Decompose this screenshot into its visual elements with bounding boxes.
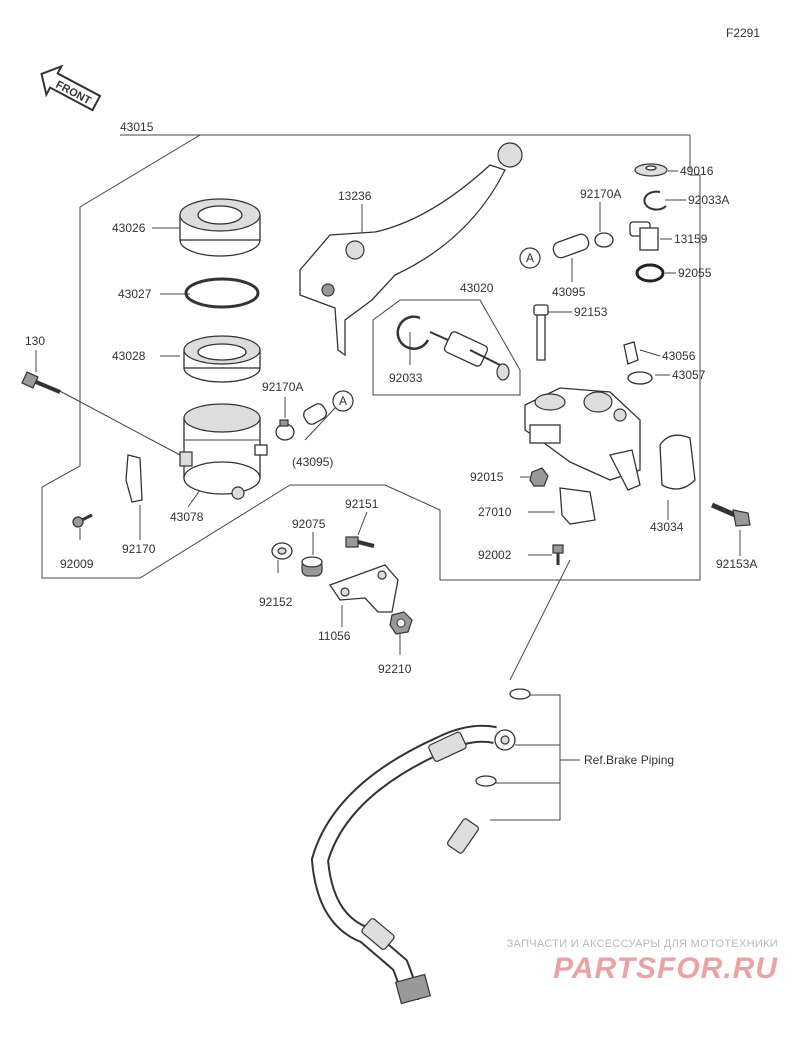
switch-27010-part <box>559 487 596 525</box>
nut-92015-part <box>529 467 549 487</box>
bleeder-43056-part <box>623 341 639 365</box>
label-130: 130 <box>25 334 45 348</box>
label-43027: 43027 <box>118 287 152 301</box>
label-92075: 92075 <box>292 517 326 531</box>
brake-lever-part <box>299 142 523 357</box>
collar-92152-part <box>271 542 293 560</box>
reservoir-cap-part <box>179 198 261 257</box>
watermark-line1: ЗАПЧАСТИ И АКСЕССУАРЫ ДЛЯ МОТОТЕХНИКИ <box>506 938 778 950</box>
hose-43095-left-part <box>303 403 327 425</box>
cap-gasket-part <box>184 277 260 309</box>
label-11056: 11056 <box>318 629 351 643</box>
label-43015: 43015 <box>120 120 154 134</box>
label-92153: 92153 <box>574 305 608 319</box>
label-13236: 13236 <box>338 189 372 203</box>
label-43056: 43056 <box>662 349 696 363</box>
piston-kit-part <box>429 331 510 381</box>
label-92015: 92015 <box>470 470 504 484</box>
grommet-92075-part <box>301 556 323 577</box>
clamp-92170a-left-part <box>275 419 295 441</box>
label-92151: 92151 <box>345 497 379 511</box>
label-43034: 43034 <box>650 520 684 534</box>
svg-text:A: A <box>526 251 534 265</box>
bolt-92153a-part <box>711 502 751 527</box>
bracket-92170-part <box>125 454 143 503</box>
label-92009: 92009 <box>60 557 94 571</box>
label-43057: 43057 <box>672 368 706 382</box>
label-92055: 92055 <box>678 266 712 280</box>
label-92170a-left: 92170A <box>262 380 303 394</box>
ref-brake-piping-note: Ref.Brake Piping <box>584 753 674 767</box>
label-92002: 92002 <box>478 548 512 562</box>
screw-92002-part <box>552 544 564 565</box>
cap-49016-part <box>634 163 668 177</box>
bolt-92151-part <box>345 536 375 548</box>
clip-92033a-part <box>643 190 667 211</box>
label-92033a: 92033A <box>688 193 729 207</box>
master-cylinder-body-part <box>524 387 641 491</box>
label-92152: 92152 <box>259 595 293 609</box>
label-27010: 27010 <box>478 505 512 519</box>
front-arrow-icon: FRONT <box>40 64 102 112</box>
bracket-11056-part <box>329 564 399 613</box>
circlip-92033-part <box>396 315 430 350</box>
hose-43095-right-part <box>552 233 590 259</box>
label-43028: 43028 <box>112 349 146 363</box>
label-49016: 49016 <box>680 164 714 178</box>
callout-a-right: A <box>519 247 541 269</box>
svg-text:A: A <box>339 394 347 408</box>
reservoir-tank-part <box>179 403 268 500</box>
label-13159: 13159 <box>674 232 708 246</box>
label-43026: 43026 <box>112 221 146 235</box>
label-92170: 92170 <box>122 542 156 556</box>
brake-hose-part <box>310 688 531 1005</box>
label-92033: 92033 <box>389 371 423 385</box>
watermark-line2: PARTSFOR.RU <box>553 952 778 985</box>
watermark: ЗАПЧАСТИ И АКСЕССУАРЫ ДЛЯ МОТОТЕХНИКИ PA… <box>478 938 778 986</box>
callout-a-left: A <box>332 390 354 412</box>
bolt-130-part <box>21 371 61 394</box>
part-labels: 43015 43026 43027 43028 130 43078 92009 … <box>25 120 757 767</box>
label-92153a: 92153A <box>716 557 757 571</box>
nut-92210-part <box>389 611 413 635</box>
holder-43034-part <box>659 434 696 490</box>
fitting-13159-part <box>629 221 659 251</box>
label-43095-paren: (43095) <box>292 455 333 469</box>
figure-code: F2291 <box>726 26 760 40</box>
label-43020: 43020 <box>460 281 494 295</box>
label-92170a-right: 92170A <box>580 187 621 201</box>
screw-92009-part <box>72 513 93 528</box>
leader-lines <box>35 134 741 821</box>
label-43095: 43095 <box>552 285 586 299</box>
pin-92153-part <box>533 304 549 361</box>
oring-92055-part <box>635 263 665 283</box>
diaphragm-part <box>183 335 261 383</box>
clamp-92170a-right-part <box>594 232 614 248</box>
cap-43057-part <box>627 371 653 385</box>
label-43078: 43078 <box>170 510 204 524</box>
label-92210: 92210 <box>378 662 412 676</box>
